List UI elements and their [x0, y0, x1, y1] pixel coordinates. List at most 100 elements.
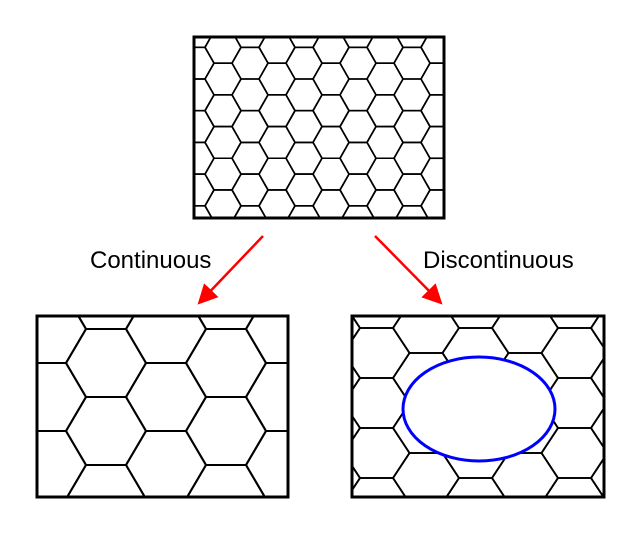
- hexagon-edge: [540, 452, 559, 479]
- hexagon-edge: [339, 189, 350, 207]
- hexagon-edge: [312, 189, 323, 207]
- hexagon-edge: [339, 173, 350, 191]
- hexagon-edge: [392, 477, 407, 498]
- discontinuous-structure-box: [350, 314, 606, 499]
- discontinuous-label: Discontinuous: [423, 247, 574, 274]
- hexagon-edge: [312, 157, 323, 175]
- hexagon-edge: [231, 157, 242, 175]
- hexagon-edge: [65, 362, 87, 398]
- hexagon-edge: [590, 407, 605, 429]
- hexagon-edge: [393, 189, 404, 207]
- hexagon-edge: [540, 427, 559, 454]
- hexagon-edge: [258, 78, 269, 96]
- hexagon-edge: [420, 62, 431, 80]
- hexagon-edge: [491, 327, 510, 354]
- hexagon-edge: [420, 142, 431, 159]
- hexagon-edge: [285, 46, 296, 64]
- hexagon-edge: [339, 142, 350, 159]
- hexagon-edge: [204, 78, 215, 96]
- hexagon-edge: [366, 126, 377, 143]
- hexagon-edge: [245, 362, 267, 398]
- hexagon-edge: [393, 126, 404, 143]
- hexagon-edge: [491, 315, 501, 329]
- hexagon-edge: [285, 173, 296, 191]
- hexagon-edge: [204, 94, 215, 112]
- hexagon-edge: [420, 94, 431, 112]
- hexagon-edge: [285, 189, 296, 207]
- hexagon-edge: [231, 110, 242, 127]
- hexagon-edge: [393, 142, 404, 159]
- hexagon-edge: [204, 110, 215, 127]
- hexagon-edge: [312, 173, 323, 191]
- hexagon-edge: [312, 94, 323, 112]
- hexagon-edge: [185, 328, 207, 364]
- hexagon-edge: [285, 78, 296, 96]
- hexagon-edge: [204, 189, 215, 207]
- hexagon-edge: [125, 396, 147, 432]
- hexagon-edge: [197, 315, 207, 330]
- hexagon-edge: [258, 173, 269, 191]
- hexagon-edge: [125, 430, 147, 466]
- original-structure-box: [192, 35, 446, 220]
- hexagon-edge: [231, 142, 242, 159]
- hexagon-edge: [125, 328, 147, 364]
- hexagon-edge: [231, 94, 242, 112]
- hexagon-edge: [231, 46, 242, 64]
- hexagon-edge: [258, 142, 269, 159]
- hexagon-edge: [420, 78, 431, 96]
- hexagon-edge: [312, 205, 321, 219]
- hexagon-edge: [420, 126, 431, 143]
- hexagon-edge: [285, 94, 296, 112]
- hexagon-edge: [125, 362, 147, 398]
- hexagon-edge: [395, 205, 404, 219]
- hexagon-edge: [366, 157, 377, 175]
- hexagon-edge: [366, 36, 374, 48]
- hexagon-edge: [420, 157, 431, 175]
- hexagon-edge: [65, 430, 87, 466]
- hexagon-edge: [66, 464, 87, 498]
- hexagon-edge: [441, 327, 460, 354]
- hexagon-edge: [339, 157, 350, 175]
- hexagon-edge: [258, 110, 269, 127]
- hexagon-edge: [285, 62, 296, 80]
- hexagon-edge: [450, 315, 460, 329]
- hexagon-edge: [590, 315, 600, 329]
- hexagon-edge: [258, 157, 269, 175]
- hexagon-edge: [366, 62, 377, 80]
- hexagon-edge: [258, 36, 266, 48]
- hexagon-edge: [420, 205, 429, 219]
- hexagon-edge: [285, 110, 296, 127]
- hexagon-edge: [312, 126, 323, 143]
- hexagon-edge: [312, 142, 323, 159]
- fine-hexagonal-grid: [194, 36, 444, 219]
- hexagon-edge: [590, 477, 605, 498]
- continuous-arrow: [197, 235, 264, 305]
- hexagon-edge: [185, 396, 207, 432]
- hexagon-edge: [245, 464, 266, 498]
- hexagon-edge: [393, 46, 404, 64]
- hexagon-edge: [392, 352, 411, 379]
- hexagon-edge: [341, 205, 350, 219]
- hexagon-edge: [393, 62, 404, 80]
- hexagon-edge: [204, 62, 215, 80]
- hexagon-edge: [258, 62, 269, 80]
- hexagon-edge: [540, 327, 559, 354]
- hexagon-edge: [245, 315, 255, 330]
- hexagon-edge: [204, 36, 212, 48]
- discontinuous-arrow: [374, 235, 443, 305]
- hexagon-edge: [393, 173, 404, 191]
- hexagon-edge: [590, 327, 605, 349]
- hexagon-edge: [77, 315, 87, 330]
- continuous-structure-box: [35, 314, 290, 499]
- hexagon-edge: [339, 110, 350, 127]
- hexagon-edge: [204, 142, 215, 159]
- hexagon-edge: [258, 205, 267, 219]
- hexagon-edge: [590, 377, 605, 399]
- hexagon-edge: [312, 62, 323, 80]
- hexagon-edge: [185, 430, 207, 466]
- hexagon-edge: [204, 205, 213, 219]
- hexagon-edge: [231, 189, 242, 207]
- hexagon-edge: [186, 464, 207, 498]
- hexagon-edge: [420, 46, 431, 64]
